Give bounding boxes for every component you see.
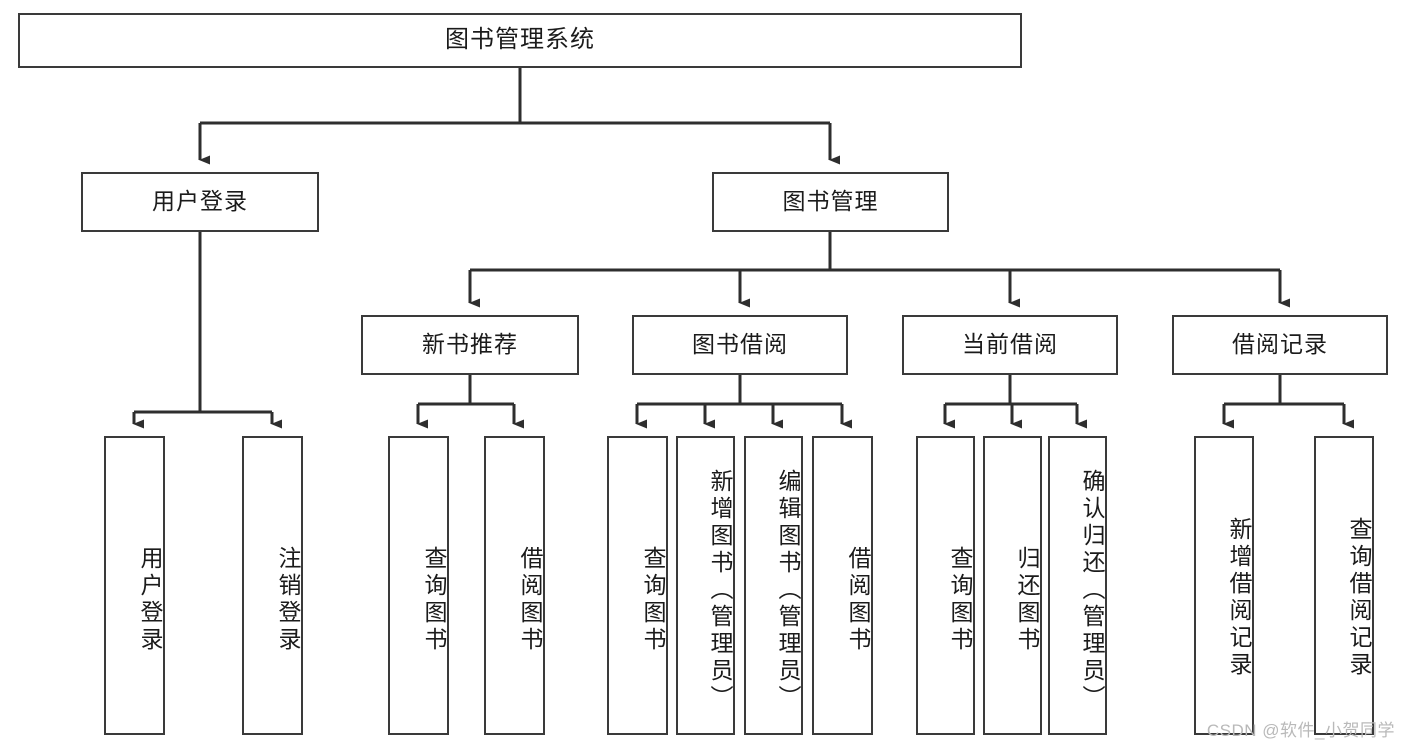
node-borrow-record[interactable]: 借阅记录 [1172, 315, 1388, 375]
node-label: 查询图书 [947, 545, 973, 654]
node-label: 查询图书 [640, 545, 666, 654]
node-label: 编辑图书（管理员） [775, 469, 801, 712]
node-label: 新增借阅记录 [1226, 516, 1252, 679]
node-book-management[interactable]: 图书管理 [712, 172, 949, 232]
leaf-edit-book-admin[interactable]: 编辑图书（管理员） [744, 436, 803, 735]
edges-newbook-to-leaves [416, 375, 524, 429]
leaf-confirm-return-admin[interactable]: 确认归还（管理员） [1048, 436, 1107, 735]
node-label: 用户登录 [137, 545, 163, 654]
edges-borrow-to-leaves [635, 375, 852, 429]
node-user-login[interactable]: 用户登录 [81, 172, 319, 232]
node-label: 查询借阅记录 [1346, 516, 1372, 679]
node-label: 借阅图书 [517, 545, 543, 654]
node-label: 新增图书（管理员） [707, 469, 733, 712]
watermark-text: CSDN @软件_小贺同学 [1206, 721, 1395, 740]
node-label: 借阅记录 [1232, 331, 1328, 358]
leaf-return-book[interactable]: 归还图书 [983, 436, 1042, 735]
edges-root-to-level1 [198, 68, 840, 165]
node-label: 图书管理 [782, 188, 879, 215]
edges-level1-book-to-level2 [468, 232, 1290, 308]
leaf-add-book-admin[interactable]: 新增图书（管理员） [676, 436, 735, 735]
node-label: 新书推荐 [422, 331, 518, 358]
node-label: 归还图书 [1014, 545, 1040, 654]
node-current-borrow[interactable]: 当前借阅 [902, 315, 1118, 375]
node-label: 当前借阅 [962, 331, 1058, 358]
leaf-user-login[interactable]: 用户登录 [104, 436, 165, 735]
node-label: 图书管理系统 [445, 26, 595, 54]
node-label: 用户登录 [152, 188, 248, 215]
leaf-borrow-book-newbook[interactable]: 借阅图书 [484, 436, 545, 735]
node-label: 确认归还（管理员） [1079, 469, 1105, 712]
node-label: 借阅图书 [845, 545, 871, 654]
leaf-query-book-borrow[interactable]: 查询图书 [607, 436, 668, 735]
leaf-query-book-current[interactable]: 查询图书 [916, 436, 975, 735]
leaf-add-borrow-record[interactable]: 新增借阅记录 [1194, 436, 1254, 735]
leaf-user-logout[interactable]: 注销登录 [242, 436, 303, 735]
edges-level1-user-to-leaves [132, 232, 282, 429]
leaf-query-book-newbook[interactable]: 查询图书 [388, 436, 449, 735]
node-label: 查询图书 [421, 545, 447, 654]
leaf-borrow-book[interactable]: 借阅图书 [812, 436, 873, 735]
node-label: 图书借阅 [692, 331, 788, 358]
node-root-system[interactable]: 图书管理系统 [18, 13, 1022, 68]
edges-current-to-leaves [943, 375, 1087, 429]
edges-record-to-leaves [1222, 375, 1354, 429]
node-new-book-recommend[interactable]: 新书推荐 [361, 315, 579, 375]
node-book-borrow[interactable]: 图书借阅 [632, 315, 848, 375]
leaf-query-borrow-record[interactable]: 查询借阅记录 [1314, 436, 1374, 735]
node-label: 注销登录 [275, 545, 301, 654]
